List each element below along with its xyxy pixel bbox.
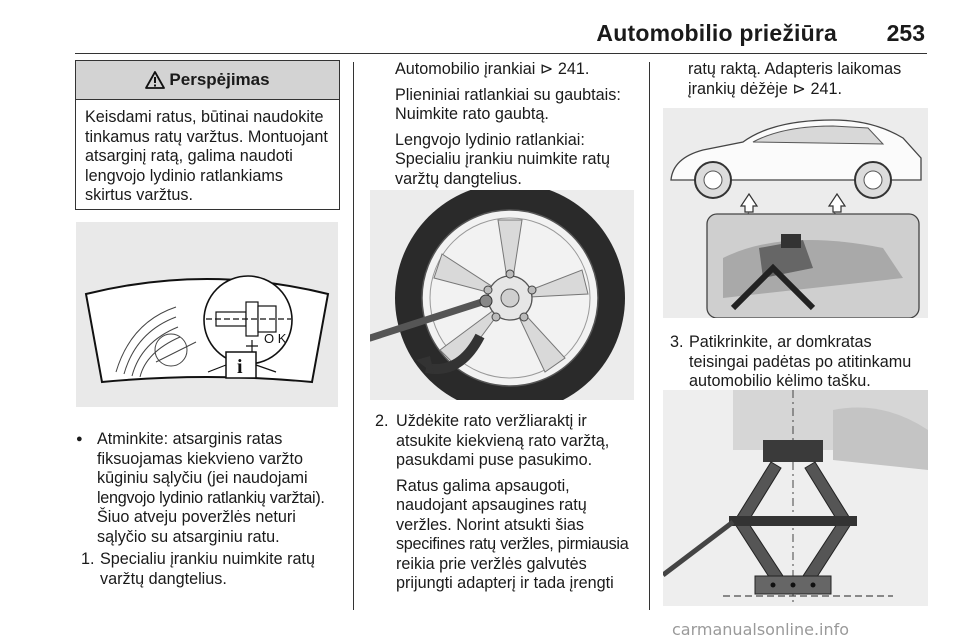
tools-reference: Automobilio įrankiai ⊳ 241. [395,60,590,78]
watermark-footer: carmanualsonline.info [672,620,850,639]
step-2-number: 2. [375,412,389,430]
bullet-line: Atminkite: atsarginis ratas [97,430,283,448]
warning-line: atsarginį ratą, galima naudoti [85,147,293,165]
column-3-steps: 3. Patikrinkite, ar domkratas teisingai … [670,333,928,392]
step-2-line: pasukdami puse pasukimo. [396,451,593,469]
adapter-line: įrankių dėžėje ⊳ 241. [688,79,842,98]
step-3-number: 3. [670,333,684,351]
warning-line: tinkamus ratų varžtus. Montuojant [85,127,328,146]
step-3-line: automobilio kėlimo tašku. [689,372,871,390]
alloy-rims-line: Lengvojo lydinio ratlankiai: [395,130,585,149]
page-header: Automobilio priežiūra 253 [75,20,927,54]
step-1-line: Specialiu įrankiu nuimkite ratų [100,550,316,568]
car-diagram-svg [670,119,922,318]
step-2-note-line: reikia prie veržlės galvutės [396,554,587,573]
column-3: ratų raktą. Adapteris laikomas įrankių d… [688,60,928,99]
column-1-text: ● Atminkite: atsarginis ratas fiksuojama… [75,430,340,589]
jack-diagram-svg [663,390,928,606]
wheel-diagram-svg [370,190,625,400]
adapter-line: ratų raktą. Adapteris laikomas [688,60,902,78]
step-2-line: atsukite kiekvieną rato varžtą, [396,431,610,450]
ok-label: O K [264,331,287,346]
step-2-note-line: prijungti adapterį ir tada įrengti [396,574,614,592]
spare-wheel-bolt-illustration: O K i [76,222,338,407]
info-icon: i [237,356,243,378]
page-number: 253 [886,20,925,46]
warning-text: Keisdami ratus, būtinai naudokite tinkam… [76,100,339,206]
step-1-number: 1. [81,550,95,568]
column-2: Automobilio įrankiai ⊳ 241. Plieniniai r… [395,60,635,189]
bullet-line: kūginiu sąlyčiu (jei naudojami [97,469,308,487]
warning-title: Perspėjimas [169,70,270,90]
steel-rims-line: Nuimkite rato gaubtą. [395,105,549,123]
step-2-note-line: naudojant apsaugines ratų [396,496,587,514]
step-2-note-line: specifines ratų veržles, pirmiausia [396,535,629,553]
warning-line: skirtus varžtus. [85,186,193,204]
header-rule [75,53,927,54]
bolt-diagram-svg: O K i [84,275,330,384]
bullet-line: fiksuojamas kiekvieno varžto [97,449,304,468]
bullet-line: Šiuo atveju poveržlės neturi [97,508,296,526]
warning-box: Perspėjimas Keisdami ratus, būtinai naud… [75,60,340,210]
warning-line: Keisdami ratus, būtinai naudokite [85,108,324,126]
step-3-line: teisingai padėtas po atitinkamu [689,352,912,371]
car-jacking-points-illustration [663,108,928,318]
step-2-note-line: Ratus galima apsaugoti, [396,476,570,495]
section-title: Automobilio priežiūra [596,20,837,46]
step-1-line: varžtų dangtelius. [100,569,227,588]
warning-triangle-icon [145,71,166,89]
step-2-note-line: veržles. Norint atsukti šias [396,515,585,534]
warning-line: lengvojo lydinio ratlankiams [85,166,283,185]
step-3-line: Patikrinkite, ar domkratas [689,333,872,351]
warning-header: Perspėjimas [76,61,339,100]
column-divider-2 [649,62,650,610]
alloy-rims-line: Specialiu įrankiu nuimkite ratų [395,150,611,168]
column-2-steps: 2. Uždėkite rato veržliaraktį ir atsukit… [375,412,637,594]
bullet-mark: ● [76,433,83,445]
scissor-jack-illustration [663,390,928,606]
bullet-line: lengvojo lydinio ratlankių varžtai). [97,488,325,507]
steel-rims-line: Plieniniai ratlankiai su gaubtais: [395,85,621,104]
alloy-rims-line: varžtų dangtelius. [395,169,522,188]
column-divider-1 [353,62,354,610]
column-1: Perspėjimas Keisdami ratus, būtinai naud… [75,60,340,210]
bullet-line: sąlyčio su atsarginiu ratu. [97,527,280,546]
step-2-line: Uždėkite rato veržliaraktį ir [396,412,587,430]
alloy-wheel-wrench-illustration [370,190,634,400]
